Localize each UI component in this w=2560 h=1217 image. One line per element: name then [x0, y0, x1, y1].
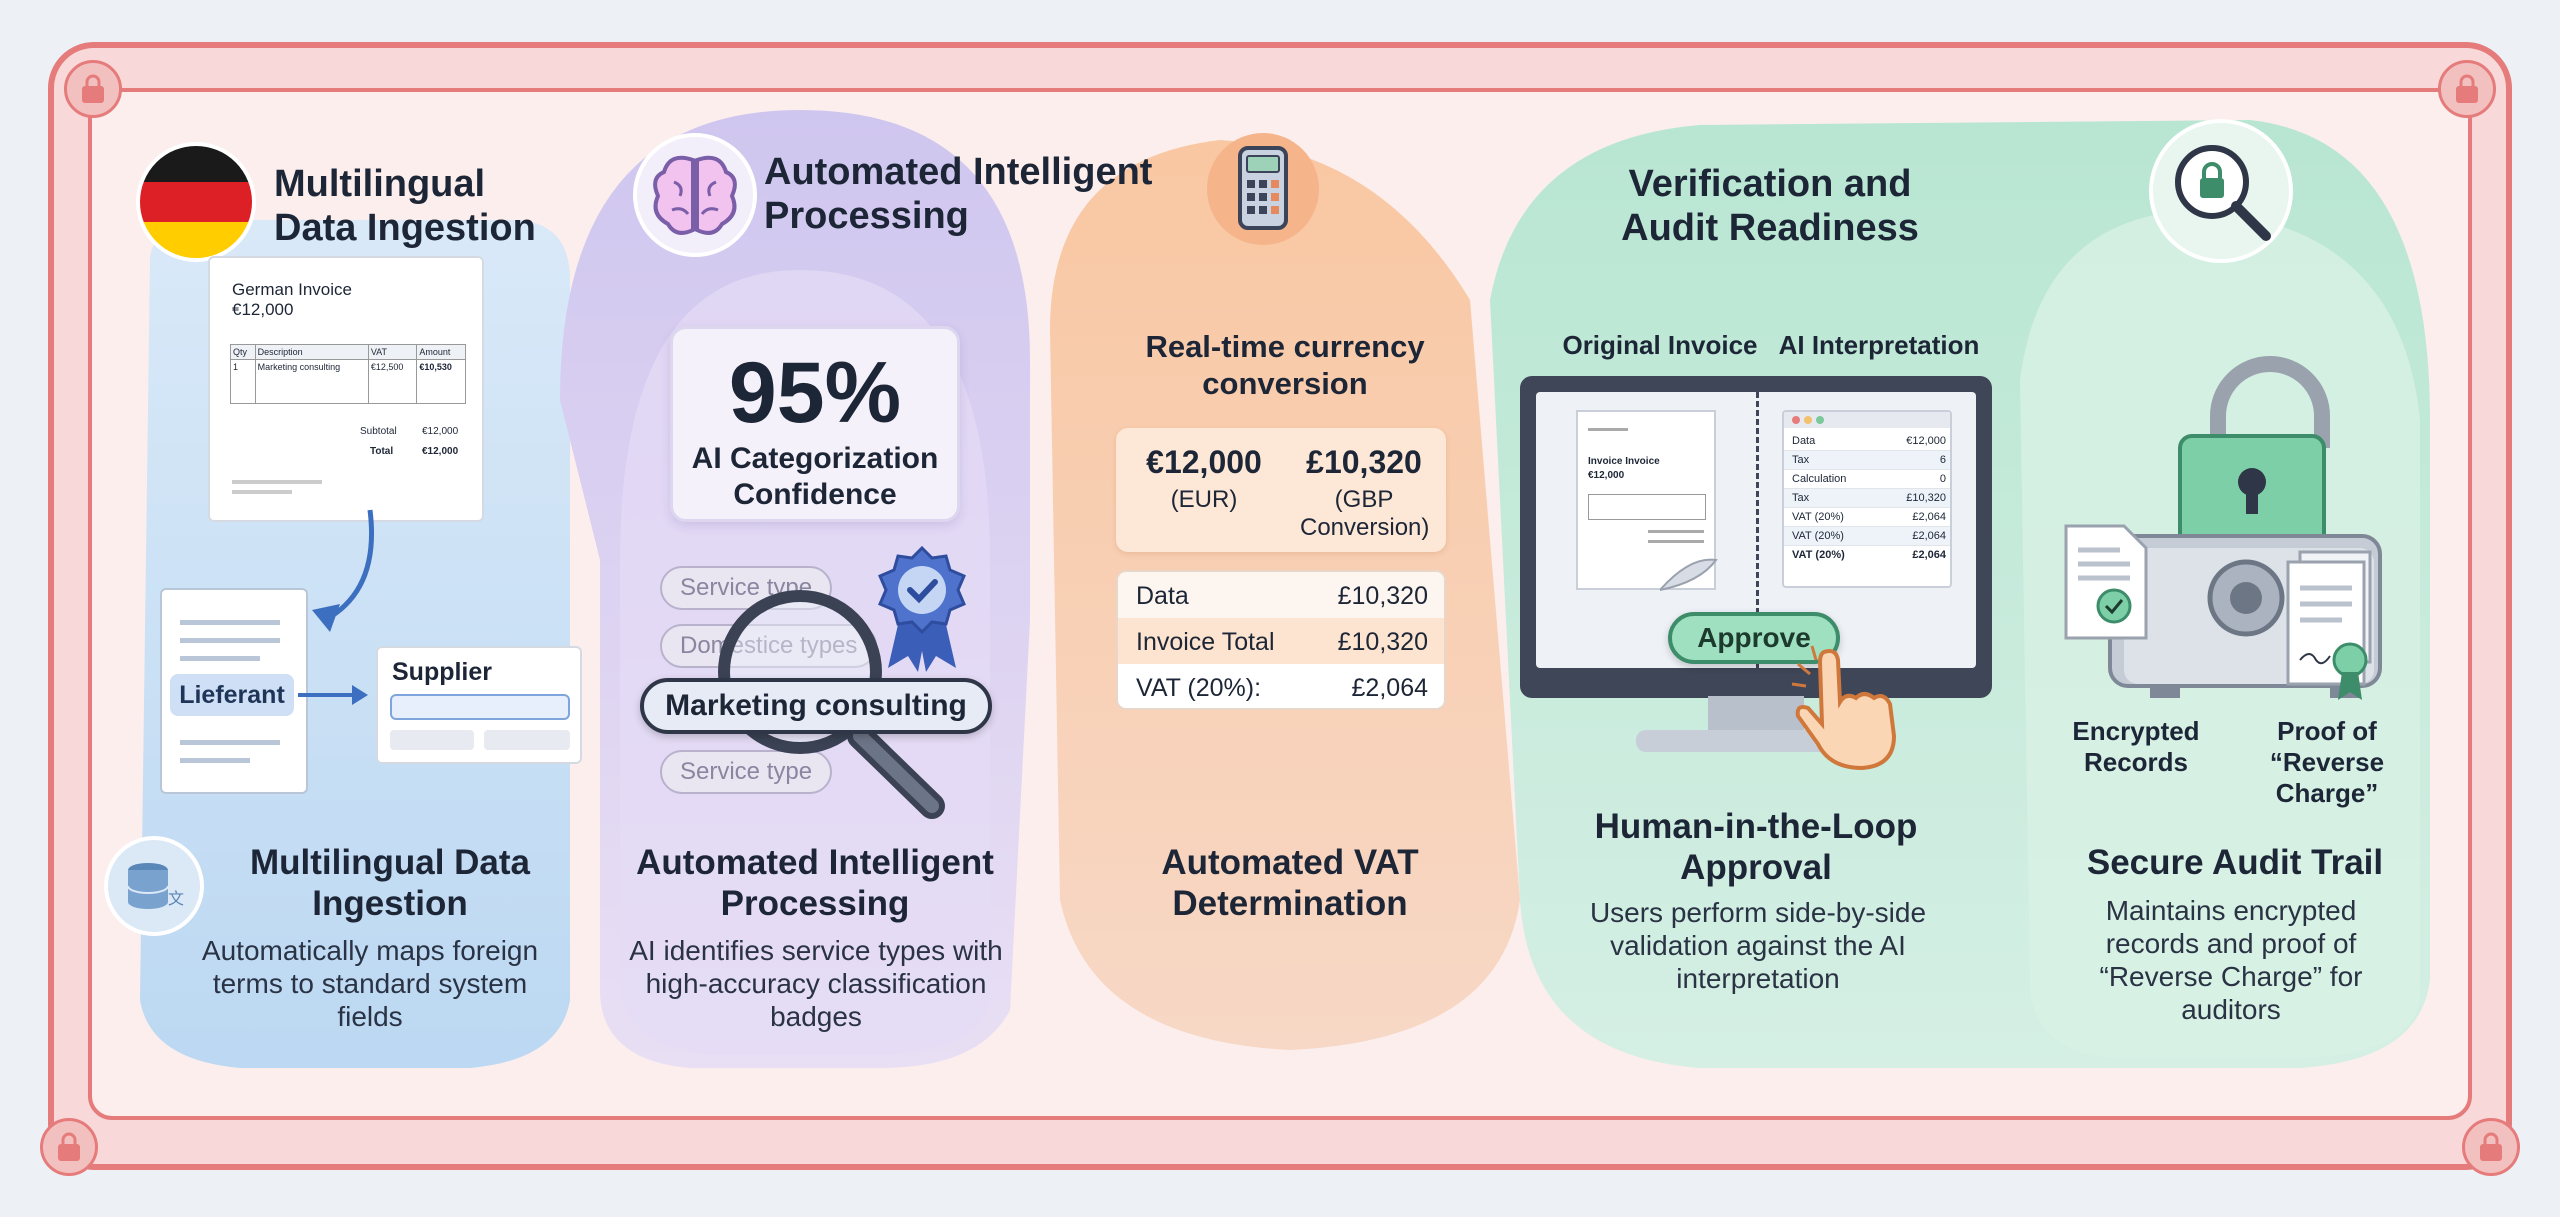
lock-icon: [64, 60, 122, 118]
row-value: £2,064: [1912, 549, 1946, 561]
page-curl-icon: [1660, 558, 1718, 592]
marketing-consulting-chip: Marketing consulting: [640, 678, 992, 734]
confidence-label: AI Categorization Confidence: [691, 442, 939, 511]
caption-title: Secure Audit Trail: [2086, 843, 2384, 882]
row-label: Calculation: [1792, 473, 1847, 485]
subtotal-label: Subtotal: [360, 426, 397, 437]
gbp-value: £10,320: [1306, 444, 1422, 480]
row-label: Tax: [1792, 454, 1810, 466]
table-cell: Marketing consulting: [254, 359, 369, 404]
table-cell: €10,530: [416, 359, 466, 404]
section-title: Verification and Audit Readiness: [1621, 163, 1919, 249]
caption-title: Multilingual Data Ingestion: [250, 843, 530, 923]
section-title: Multilingual Data Ingestion: [274, 163, 536, 249]
conversion-title: Real-time currency conversion: [1145, 329, 1425, 401]
table-header: Qty: [230, 344, 256, 360]
confidence-card: 95% AI Categorization Confidence: [670, 326, 960, 522]
supplier-field-card: Supplier: [376, 646, 582, 764]
mini-invoice-title: Invoice Invoice: [1588, 456, 1660, 467]
confidence-value: 95%: [728, 345, 902, 441]
row-value: 0: [1939, 473, 1946, 485]
caption-description: AI identifies service types with high-ac…: [629, 935, 1003, 1032]
ai-interpretation-label: AI Interpretation: [1778, 330, 1980, 360]
table-cell: £2,064: [1351, 674, 1428, 702]
lock-icon: [2462, 1118, 2520, 1176]
caption-description: Maintains encrypted records and proof of…: [2099, 895, 2363, 1025]
german-flag-icon: [136, 142, 256, 262]
row-value: £2,064: [1912, 511, 1946, 523]
database-icon: 文: [104, 836, 204, 936]
curved-arrow-icon: [312, 509, 375, 632]
subtotal-value: €12,000: [422, 426, 459, 437]
table-header: VAT: [367, 344, 418, 360]
reverse-charge-label: Proof of “Reverse Charge”: [2269, 716, 2385, 808]
calculator-icon: [1207, 133, 1319, 245]
german-invoice-card: German Invoice €12,000 Qty Description V…: [208, 256, 484, 522]
table-header: Amount: [416, 344, 466, 360]
eur-label: (EUR): [1170, 486, 1238, 513]
row-label: VAT (20%): [1792, 530, 1844, 542]
caption-title: Automated VAT Determination: [1161, 843, 1419, 923]
caption-description: Automatically maps foreign terms to stan…: [201, 935, 539, 1032]
lock-icon: [40, 1118, 98, 1176]
invoice-table: Qty Description VAT Amount 1 Marketing c…: [230, 344, 466, 404]
encrypted-records-label: Encrypted Records: [2072, 716, 2200, 777]
lock-icon: [2438, 60, 2496, 118]
invoice-doc-amount: €12,000: [232, 300, 294, 319]
table-cell: £10,320: [1337, 582, 1428, 610]
row-value: €12,000: [1906, 435, 1946, 447]
row-value: 6: [1939, 454, 1946, 466]
caption-title: Human-in-the-Loop Approval: [1594, 807, 1918, 887]
svg-text:文: 文: [168, 889, 184, 908]
table-cell: 1: [230, 359, 256, 404]
supplier-label: Supplier: [392, 658, 493, 686]
row-label: VAT (20%): [1792, 549, 1845, 561]
arrow-right-icon: [298, 685, 368, 705]
approve-button[interactable]: Approve: [1668, 612, 1840, 664]
mini-invoice: Invoice Invoice €12,000: [1576, 410, 1716, 590]
lieferant-label: Lieferant: [170, 674, 294, 716]
eur-value: €12,000: [1146, 444, 1262, 480]
row-label: VAT (20%): [1792, 511, 1844, 523]
brain-icon: [633, 133, 757, 257]
lock-search-icon: [2149, 119, 2293, 263]
table-cell: €12,500: [367, 359, 418, 404]
gbp-label: (GBP Conversion): [1300, 486, 1430, 541]
row-label: Tax: [1792, 492, 1810, 504]
total-value: €12,000: [422, 446, 459, 457]
ai-rows: Data €12,000 Tax 6 Calculation 0 Tax £10,320…: [1784, 432, 1950, 564]
row-value: £10,320: [1906, 492, 1946, 504]
table-cell: Invoice Total: [1136, 628, 1275, 656]
service-chip: Service type: [660, 750, 833, 794]
encrypted-document-icon: [2064, 524, 2148, 640]
certificate-icon: [2286, 550, 2372, 700]
row-label: Data: [1792, 435, 1816, 447]
row-value: £2,064: [1912, 530, 1946, 542]
supplier-input: [390, 694, 570, 720]
table-header: Description: [254, 344, 369, 360]
hand-pointer-icon: [1791, 645, 1897, 771]
caption-description: Users perform side-by-side validation ag…: [1589, 897, 1927, 994]
conversion-card: €12,000 (EUR) £10,320 (GBP Conversion): [1116, 428, 1446, 552]
invoice-doc-title: German Invoice: [232, 280, 352, 299]
table-cell: Data: [1136, 582, 1189, 610]
badge-check-icon: [878, 546, 966, 672]
total-label: Total: [370, 446, 394, 457]
vat-table: Data £10,320 Invoice Total £10,320 VAT (…: [1116, 570, 1446, 710]
caption-title: Automated Intelligent Processing: [636, 843, 994, 923]
table-cell: £10,320: [1337, 628, 1428, 656]
original-invoice-label: Original Invoice: [1562, 330, 1758, 360]
table-cell: VAT (20%):: [1136, 674, 1262, 702]
ai-interpretation-panel: Data €12,000 Tax 6 Calculation 0 Tax £10,320…: [1782, 410, 1952, 588]
section-title: Automated Intelligent Processing: [764, 151, 1153, 237]
mini-invoice-amount: €12,000: [1588, 470, 1625, 481]
